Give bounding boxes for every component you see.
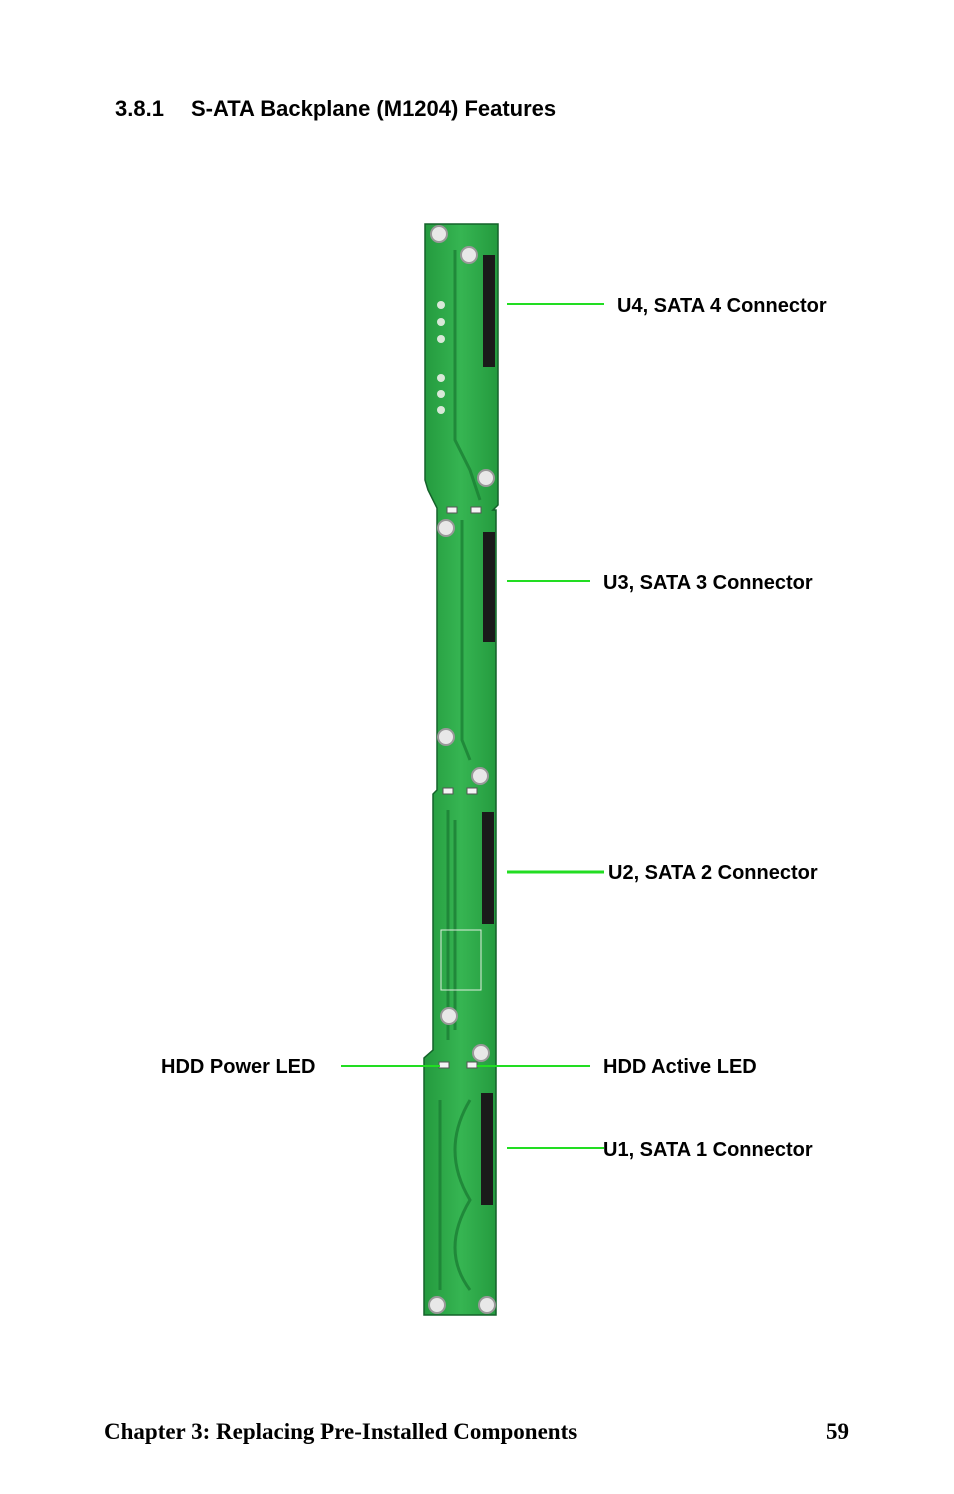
footer-chapter: Chapter 3: Replacing Pre-Installed Compo… [104,1419,578,1444]
hdd-active-led-component [466,1061,478,1069]
u4-connector-label: U4, SATA 4 Connector [617,295,827,317]
u1-connector [481,1093,493,1205]
u2-connector [482,812,494,924]
hdd-power-led-label: HDD Power LED [161,1056,316,1078]
u3-connector [483,532,495,642]
hdd-active-led-label: HDD Active LED [603,1056,757,1078]
hdd-power-led-component [438,1061,450,1069]
footer-page-number: 59 [826,1419,849,1444]
u3-connector-label: U3, SATA 3 Connector [603,572,813,594]
section-title: S-ATA Backplane (M1204) Features [191,96,557,121]
u1-connector-label: U1, SATA 1 Connector [603,1139,813,1161]
u4-connector [483,255,495,367]
u2-connector-label: U2, SATA 2 Connector [608,862,818,884]
section-number: 3.8.1 [115,96,164,121]
section-heading: 3.8.1 S-ATA Backplane (M1204) Features [115,96,556,122]
